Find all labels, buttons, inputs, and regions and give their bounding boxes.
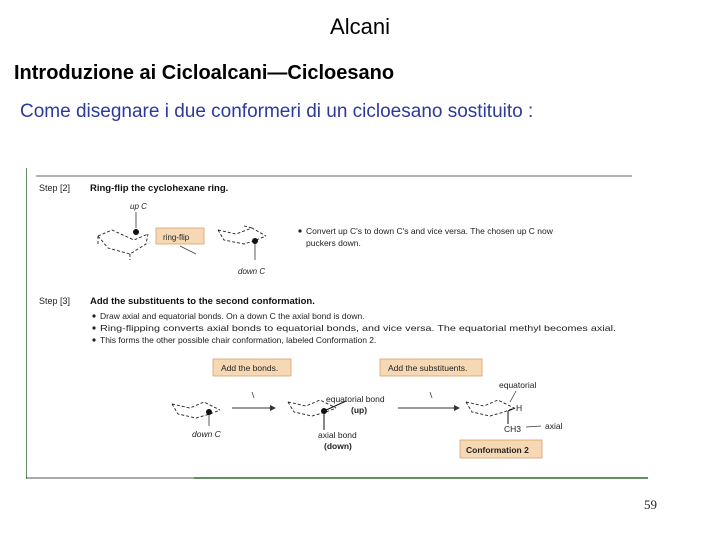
chair-3b (287, 399, 337, 417)
figure-canvas: Step [2] Ring-flip the cyclohexane ring.… (25, 168, 648, 479)
chair-3a (171, 401, 221, 419)
add-substituents-label: Add the substituents. (388, 363, 467, 373)
add-bonds-label: Add the bonds. (221, 363, 278, 373)
step2-heading: Ring-flip the cyclohexane ring. (90, 183, 228, 194)
step3-bullet1-dot (92, 314, 96, 318)
chair-1-up-carbon-dot (133, 229, 139, 235)
lead-text: Come disegnare i due conformeri di un ci… (20, 101, 534, 122)
chair-1 (97, 229, 149, 260)
h-bond-line (507, 407, 516, 412)
step2-label: Step [2] (39, 183, 70, 193)
slide-title: Alcani (330, 14, 390, 39)
axial-label: axial (545, 421, 563, 431)
step2-down-c-label: down C (238, 267, 265, 276)
ring-flip-callout (155, 227, 205, 245)
step3-bullet2: Ring-flipping converts axial bonds to eq… (100, 323, 616, 333)
step2-up-c-label: up C (130, 202, 147, 211)
arrow-substituents-head (454, 405, 460, 411)
chair-3a-down-carbon-dot (206, 409, 212, 415)
methyl-label: CH3 (504, 424, 521, 434)
step3-heading: Add the substituents to the second confo… (90, 296, 315, 307)
page-number: 59 (644, 497, 657, 512)
add-substituents-callout (379, 358, 483, 377)
add-bonds-callout (212, 358, 292, 377)
step2-note-line2: puckers down. (306, 238, 361, 248)
equatorial-bond-label: equatorial bond (326, 394, 385, 404)
hydrogen-label: H (516, 403, 522, 413)
ring-flip-arrow (179, 245, 197, 255)
equatorial-bond-line (323, 400, 347, 412)
ring-flip-label: ring-flip (163, 233, 190, 242)
step3-label: Step [3] (39, 296, 70, 306)
textbook-figure: Step [2] Ring-flip the cyclohexane ring.… (25, 168, 648, 480)
step3-bullet3-dot (92, 338, 96, 342)
conformation2-label: Conformation 2 (466, 445, 529, 455)
step3-bullet1: Draw axial and equatorial bonds. On a do… (100, 311, 365, 321)
chair-3b-carbon-dot (321, 408, 327, 414)
add-substituents-tick (429, 391, 433, 399)
axial-bond-label: axial bond (318, 430, 357, 440)
chair-2-down-carbon-dot (252, 238, 258, 244)
add-bonds-tick (251, 391, 255, 399)
axial-label-pointer (525, 425, 542, 428)
chair-2 (217, 225, 267, 245)
arrow-bonds-head (270, 405, 276, 411)
step3-bullet3: This forms the other possible chair conf… (100, 335, 376, 345)
equatorial-label: equatorial (499, 380, 536, 390)
equatorial-up-label: (up) (351, 405, 367, 415)
step2-note-bullet (298, 229, 302, 233)
slide-subtitle: Introduzione ai Cicloalcani—Cicloesano (14, 62, 395, 84)
conformation2-callout (459, 439, 543, 459)
chair-3a-down-c-label: down C (192, 429, 222, 439)
step3-bullet2-dot (92, 326, 96, 330)
chair-3c (465, 399, 515, 417)
step2-note-line1: Convert up C's to down C's and vice vers… (306, 226, 554, 236)
equatorial-label-pointer (509, 390, 517, 403)
axial-down-label: (down) (324, 441, 352, 451)
